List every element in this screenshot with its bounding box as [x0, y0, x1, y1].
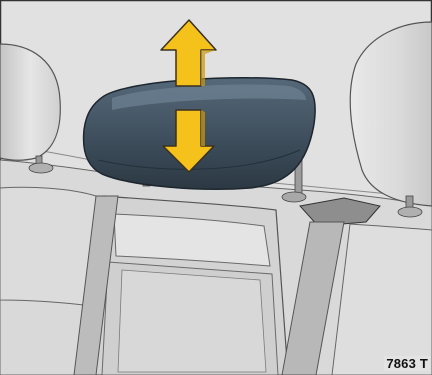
figure-code-label: 7863 T	[384, 356, 430, 371]
right-seat-back	[332, 224, 432, 375]
armrest-inner-panel	[118, 270, 266, 372]
left-seat-back	[0, 187, 96, 306]
